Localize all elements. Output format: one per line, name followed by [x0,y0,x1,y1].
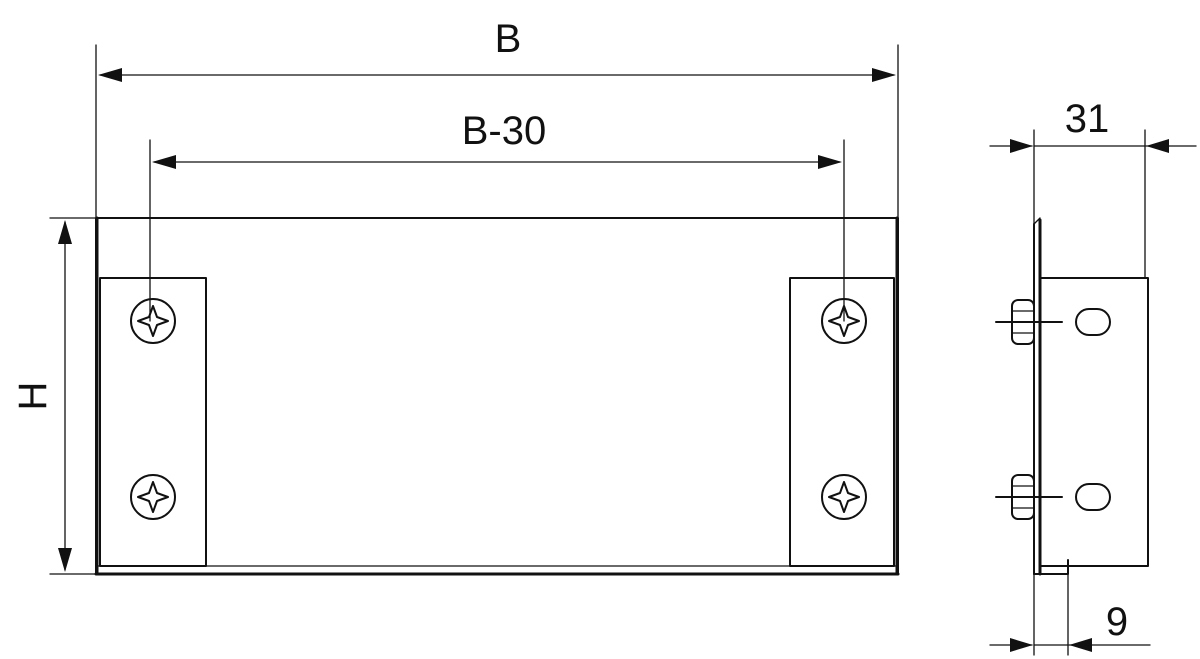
front-view: B B-30 H [11,17,900,576]
dimension-9-label: 9 [1106,600,1128,644]
bolt-bottom-icon [995,474,1063,520]
dimension-h-label: H [11,382,55,411]
front-plate [95,217,899,575]
slot-bottom-icon [1075,483,1111,511]
side-view: 31 9 [989,97,1197,656]
dimension-31-label: 31 [1065,97,1110,141]
dimension-31: 31 [989,97,1197,153]
dimension-9: 9 [989,600,1151,652]
dimension-h: H [11,220,72,572]
dimension-b-30: B-30 [152,109,842,169]
dimension-b-label: B [495,17,522,61]
screw-bottom-right-icon [821,474,867,520]
right-bracket [789,277,895,567]
screw-bottom-left-icon [130,474,176,520]
dimension-b: B [98,17,896,82]
left-bracket [99,277,207,567]
screw-top-left-icon [130,298,176,344]
slot-top-icon [1075,308,1111,336]
bolt-top-icon [995,299,1063,345]
dimension-b-30-label: B-30 [462,109,547,153]
